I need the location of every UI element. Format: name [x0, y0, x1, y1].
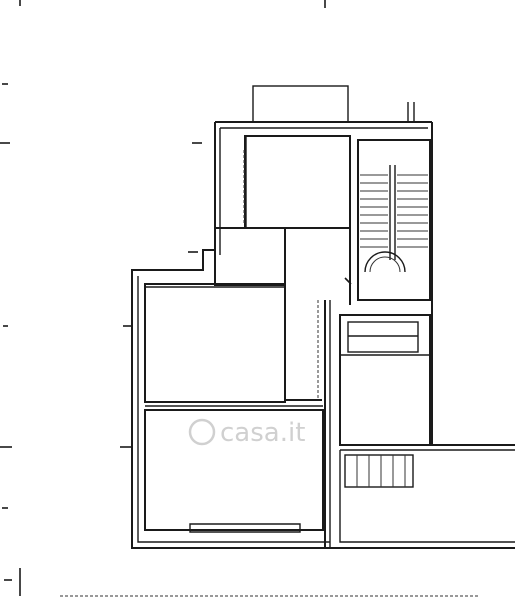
- dimension-marks: [120, 142, 352, 448]
- room-bottom-left: [144, 409, 324, 531]
- room-middle-left: [144, 283, 286, 403]
- left-margin-ticks: [0, 83, 21, 596]
- watermark-text: casa.it: [220, 418, 305, 448]
- landing-right: [339, 314, 431, 446]
- room-small: [214, 227, 286, 286]
- outer-wall-inner: [137, 127, 428, 543]
- bottom-window: [189, 523, 301, 533]
- watermark: casa.it: [188, 418, 305, 448]
- top-edge-marks: [19, 0, 326, 8]
- right-lower-walls: [339, 449, 515, 543]
- top-balcony: [252, 85, 349, 123]
- stairwell: [357, 139, 431, 301]
- room-top-left: [244, 135, 351, 229]
- lower-step-block: [344, 454, 414, 488]
- top-right-pipes: [407, 102, 415, 122]
